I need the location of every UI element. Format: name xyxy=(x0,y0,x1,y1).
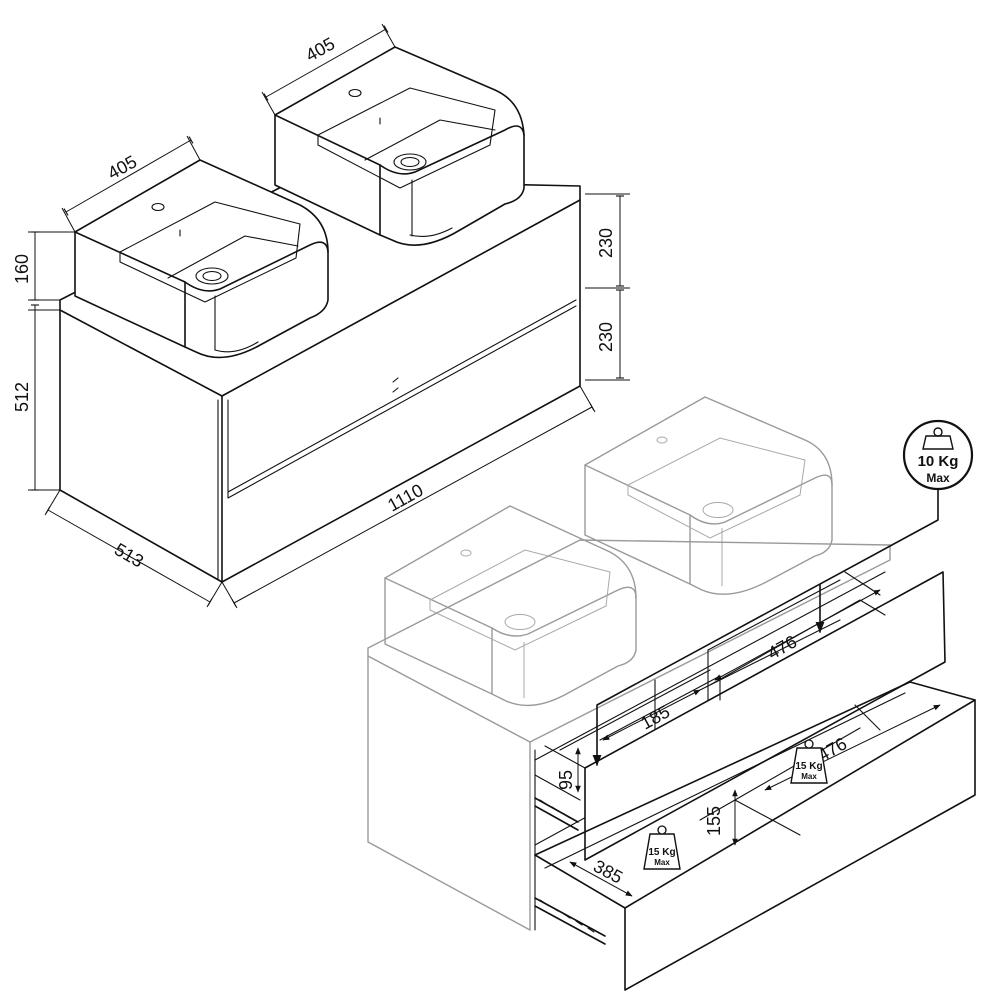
load-value-countertop: 10 Kg xyxy=(918,453,959,470)
dim-label-basin-left-width: 405 xyxy=(104,151,140,183)
open-drawers-view: 476 476 185 95 155 385 xyxy=(367,396,976,991)
dim-label-drawer-top-height: 230 xyxy=(596,228,616,258)
dim-label-basin-height: 160 xyxy=(12,254,32,284)
dim-basin-height: 160 xyxy=(12,231,75,301)
dim-label-lower-notch-depth: 385 xyxy=(590,856,626,888)
dim-drawer-heights: 230 230 xyxy=(585,193,630,381)
load-value-lower-drawer: 15 Kg xyxy=(648,847,675,858)
dim-label-basin-right-width: 405 xyxy=(302,33,338,65)
dim-label-drawer-bottom-height: 230 xyxy=(596,322,616,352)
dim-label-cabinet-height: 512 xyxy=(12,382,32,412)
load-callout-lines xyxy=(592,489,939,767)
dim-label-lower-inner-height: 155 xyxy=(704,806,724,836)
dim-cabinet-width: 1110 xyxy=(221,385,596,609)
dim-label-upper-inner-height: 95 xyxy=(556,770,576,790)
weight-badge-lower-drawer: 15 Kg Max xyxy=(643,825,681,870)
weight-badge-countertop: 10 Kg Max xyxy=(902,419,974,491)
load-unit-lower-drawer: Max xyxy=(654,858,670,867)
ghost-basin-right xyxy=(584,396,833,595)
dim-lower-notch-depth: 385 xyxy=(569,856,633,897)
load-unit-upper-drawer: Max xyxy=(801,772,817,781)
ghost-basin-left xyxy=(384,505,637,707)
ghost-cabinet xyxy=(367,539,891,931)
weight-badge-upper-drawer: 15 Kg Max xyxy=(790,739,828,784)
dim-notch-width: 185 xyxy=(602,689,701,741)
load-unit-countertop: Max xyxy=(926,471,950,485)
dim-cabinet-height: 512 xyxy=(12,304,60,491)
assembled-view: 405 405 160 512 513 xyxy=(12,23,630,609)
dim-cabinet-depth: 513 xyxy=(44,489,223,608)
load-value-upper-drawer: 15 Kg xyxy=(795,761,822,772)
dim-label-cabinet-depth: 513 xyxy=(111,539,147,571)
weight-icon xyxy=(643,833,681,870)
dim-lower-inner-height: 155 xyxy=(704,789,738,846)
weight-icon xyxy=(922,435,954,450)
dim-label-cabinet-width: 1110 xyxy=(384,480,426,516)
dim-upper-inner-height: 95 xyxy=(556,747,581,793)
weight-icon xyxy=(790,747,828,784)
